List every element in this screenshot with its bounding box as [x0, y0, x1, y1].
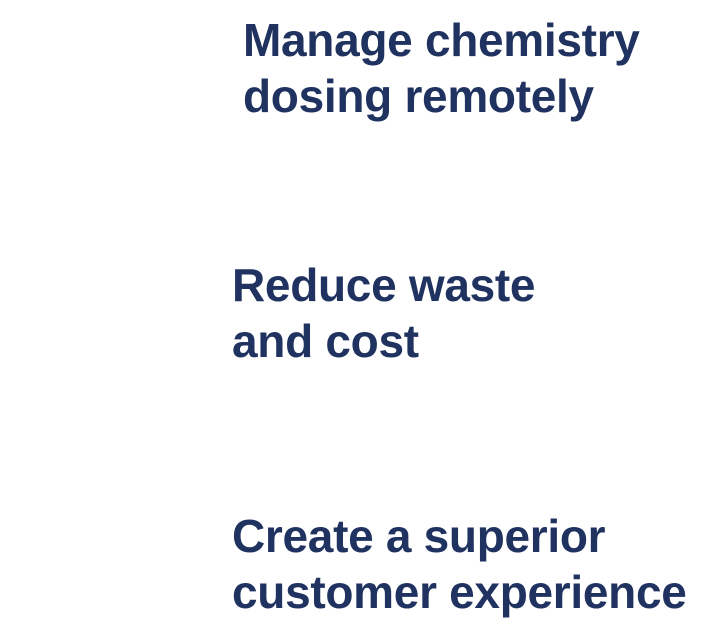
benefit-heading-line: Reduce waste [232, 259, 536, 311]
benefit-heading-line: dosing remotely [243, 70, 594, 122]
benefit-heading-line: Create a superior [232, 510, 606, 562]
benefit-heading-reduce-waste: Reduce waste and cost [232, 257, 536, 369]
benefit-heading-line: customer experience [232, 566, 687, 618]
benefit-heading-line: and cost [232, 315, 419, 367]
benefit-heading-line: Manage chemistry [243, 14, 640, 66]
benefit-heading-manage-dosing: Manage chemistry dosing remotely [243, 12, 640, 124]
benefit-heading-customer-experience: Create a superior customer experience [232, 508, 687, 620]
